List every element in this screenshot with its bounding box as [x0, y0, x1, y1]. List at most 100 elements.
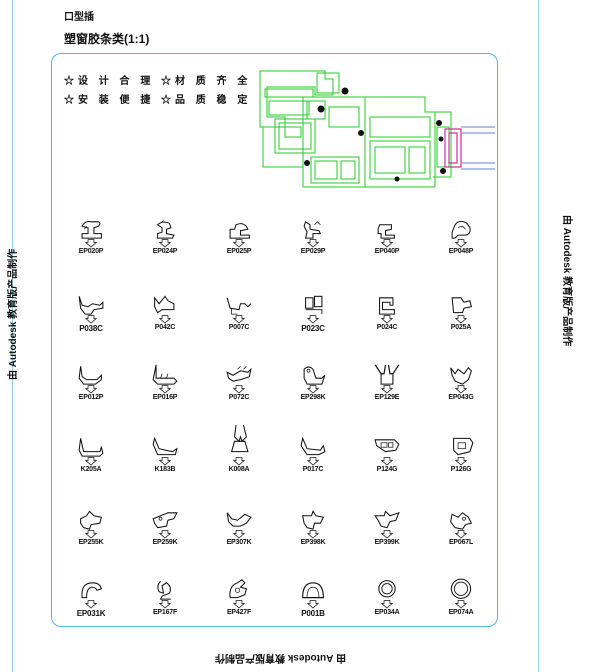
seal-profile-drawing: [378, 580, 396, 609]
seal-profile-code: EP398K: [300, 539, 326, 546]
seal-profile-code: EP012P: [78, 394, 104, 401]
feature-install: ☆安 装 便 捷: [64, 95, 155, 106]
seal-profile-item: EP307K: [204, 498, 274, 560]
seal-profile-code: EP043G: [448, 394, 474, 401]
seal-profile-drawing: [226, 366, 252, 394]
seal-profile-code: EP067L: [448, 539, 474, 546]
seal-profile-code: P042C: [154, 324, 176, 331]
seal-profile-drawing: [152, 364, 178, 394]
seal-profile-drawing: [374, 439, 400, 466]
category-label: 口型插: [64, 12, 94, 23]
seal-profile-item: EP020P: [56, 207, 126, 269]
seal-profile-code: EP020P: [78, 248, 104, 255]
seal-profile-drawing: [81, 582, 102, 609]
seal-profile-drawing: [450, 578, 472, 609]
seal-profile-item: EP024P: [130, 207, 200, 269]
feature-quality: ☆品 质 稳 定: [161, 95, 252, 106]
seal-profile-drawing: [303, 366, 326, 394]
seal-profile-item: EP034A: [352, 568, 422, 630]
seal-profile-drawing: [80, 510, 103, 539]
seal-profile-drawing: [450, 512, 473, 539]
seal-profile-item: EP298K: [278, 353, 348, 415]
watermark-left: 由 Autodesk 教育版产品制作: [8, 248, 19, 380]
window-profile-drawing: [259, 70, 495, 188]
seal-profile-code: EP034A: [374, 609, 400, 616]
seal-profile-drawing: [305, 295, 323, 324]
seal-profile-item: EP043G: [426, 353, 496, 415]
seal-profile-code: P023C: [301, 324, 325, 333]
seal-profile-item: EP399K: [352, 498, 422, 560]
watermark-bottom: 由 Autodesk 教育版产品制作: [215, 652, 347, 663]
seal-profile-drawing: [300, 436, 326, 466]
seal-profile-code: EP016P: [152, 394, 178, 401]
seal-profile-item: EP031K: [56, 568, 126, 630]
seal-profile-drawing: [379, 297, 395, 324]
seal-profile-code: EP307K: [226, 539, 252, 546]
seal-profile-item: P001B: [278, 568, 348, 630]
seal-profile-drawing: [303, 221, 322, 248]
seal-profile-item: K205A: [56, 425, 126, 487]
catalog-frame: [51, 53, 498, 627]
seal-profile-code: K008A: [228, 466, 250, 473]
seal-profile-item: EP025P: [204, 207, 274, 269]
seal-profile-item: P072C: [204, 353, 274, 415]
seal-profile-drawing: [374, 364, 400, 394]
page-title: 塑窗胶条类(1:1): [64, 32, 150, 46]
seal-profile-item: P023C: [278, 283, 348, 345]
seal-profile-drawing: [301, 510, 325, 539]
seal-profile-item: P126G: [426, 425, 496, 487]
seal-profile-code: EP259K: [152, 539, 178, 546]
seal-profile-item: P038C: [56, 283, 126, 345]
seal-profile-item: EP255K: [56, 498, 126, 560]
seal-profile-item: EP016P: [130, 353, 200, 415]
seal-profile-drawing: [374, 510, 400, 539]
seal-profile-drawing: [78, 366, 102, 394]
seal-profile-code: P124G: [376, 466, 398, 473]
seal-profile-item: EP167F: [130, 568, 200, 630]
seal-profile-item: P025A: [426, 283, 496, 345]
seal-profile-item: P024C: [352, 283, 422, 345]
seal-profile-code: K183B: [154, 466, 176, 473]
seal-profile-drawing: [78, 296, 104, 324]
seal-profile-item: K183B: [130, 425, 200, 487]
seal-profile-code: EP025P: [226, 248, 252, 255]
seal-profile-item: EP067L: [426, 498, 496, 560]
seal-profile-code: EP129E: [374, 394, 400, 401]
seal-profile-item: EP048P: [426, 207, 496, 269]
seal-profile-drawing: [226, 512, 252, 539]
seal-profile-item: EP012P: [56, 353, 126, 415]
seal-profile-drawing: [226, 297, 252, 324]
seal-profile-code: EP024P: [152, 248, 178, 255]
seal-profile-item: EP040P: [352, 207, 422, 269]
seal-profile-drawing: [230, 424, 249, 466]
seal-profile-item: EP398K: [278, 498, 348, 560]
seal-profile-code: P126G: [450, 466, 472, 473]
seal-profile-drawing: [156, 220, 175, 248]
seal-profile-item: EP427F: [204, 568, 274, 630]
seal-profile-drawing: [157, 580, 172, 609]
seal-profile-code: P001B: [301, 609, 325, 618]
watermark-right: 由 Autodesk 教育版产品制作: [561, 215, 572, 347]
seal-profile-code: P072C: [228, 394, 250, 401]
right-sheet-edge: [538, 0, 539, 672]
seal-profile-drawing: [377, 224, 395, 248]
seal-profile-item: P124G: [352, 425, 422, 487]
seal-profile-item: K008A: [204, 424, 274, 487]
seal-profile-drawing: [451, 220, 471, 248]
seal-profile-drawing: [451, 297, 473, 324]
seal-profile-item: P042C: [130, 283, 200, 345]
seal-profile-drawing: [302, 582, 324, 609]
seal-profile-drawing: [229, 223, 250, 248]
seal-profile-item: EP074A: [426, 568, 496, 630]
seal-profile-drawing: [78, 438, 104, 466]
seal-profile-code: EP298K: [300, 394, 326, 401]
seal-profile-code: EP029P: [300, 248, 326, 255]
feature-design: ☆设 计 合 理: [64, 76, 155, 87]
seal-profile-code: P024C: [376, 324, 398, 331]
seal-profile-code: EP427F: [226, 609, 252, 616]
seal-profile-drawing: [450, 367, 472, 394]
seal-profile-item: EP029P: [278, 207, 348, 269]
feature-material: ☆材 质 齐 全: [161, 76, 252, 87]
seal-profile-item: EP129E: [352, 353, 422, 415]
seal-profile-code: P007C: [228, 324, 250, 331]
